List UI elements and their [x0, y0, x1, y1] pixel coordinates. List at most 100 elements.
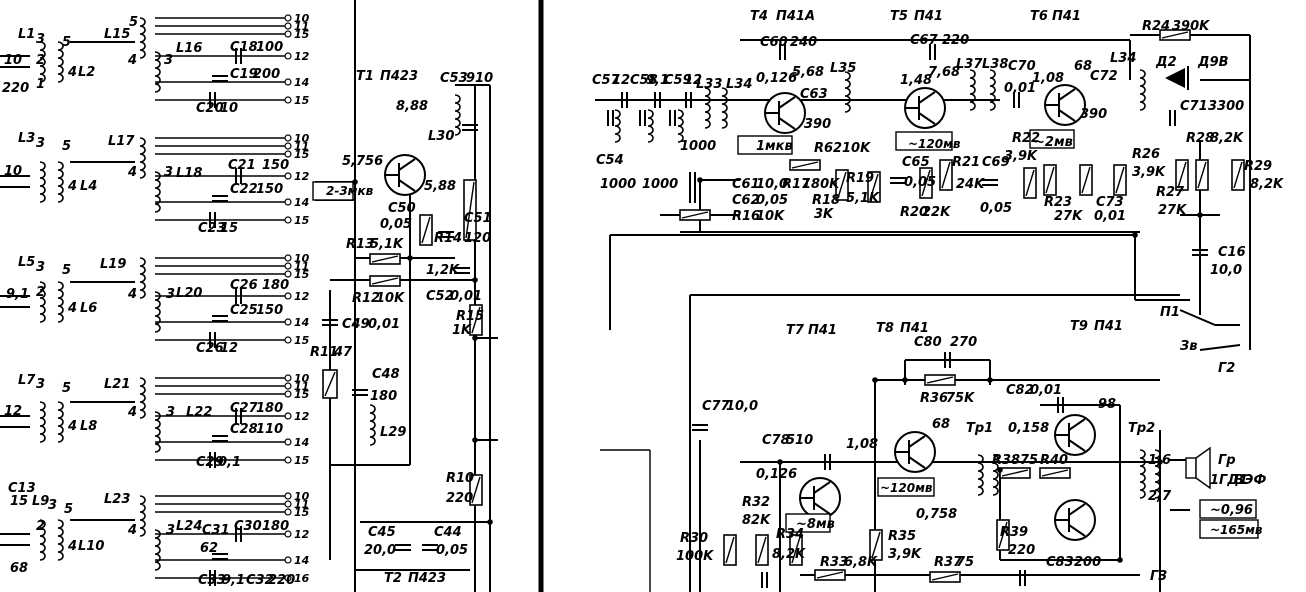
component-label: 75K	[946, 391, 975, 406]
terminal-pin	[284, 374, 292, 382]
junction-dot	[697, 177, 703, 183]
component-label: 220	[268, 573, 295, 588]
component-label: T1	[356, 69, 374, 84]
component-label: R12	[352, 291, 380, 306]
component-label: 0,01	[1094, 209, 1126, 224]
terminal-label: 11	[294, 260, 309, 273]
component-label: R34	[776, 527, 804, 542]
terminal-pin	[284, 134, 292, 142]
component-label: C54	[596, 153, 624, 168]
component-label: L34	[1110, 51, 1136, 66]
component-label: П41	[808, 323, 837, 338]
component-label: 0,05	[436, 543, 468, 558]
terminal-pin	[284, 142, 292, 150]
speaker-cone-icon	[1195, 446, 1211, 490]
junction-dot	[902, 377, 908, 383]
component-label: 5,88	[424, 179, 456, 194]
capacitor-c48	[352, 389, 368, 396]
terminal-label: 15	[294, 388, 310, 401]
component-label: 220	[2, 81, 29, 96]
component-label: C73	[1096, 195, 1124, 210]
coil-tp1-secondary	[992, 454, 999, 496]
component-label: 3K	[814, 207, 834, 222]
coil-l35	[844, 71, 851, 113]
coil-primary	[39, 41, 46, 83]
component-label: C52	[426, 289, 454, 304]
component-label: 12	[684, 73, 702, 88]
capacitor-c-upper	[235, 168, 242, 184]
terminal-pin	[284, 492, 292, 500]
component-label: 0,01	[450, 289, 482, 304]
terminal-pin	[284, 78, 292, 86]
component-label: 68	[10, 561, 28, 576]
component-label: 4	[67, 179, 77, 194]
terminal-pin	[284, 336, 292, 344]
component-label: R15	[456, 309, 484, 324]
terminal-label: 11	[294, 498, 309, 511]
terminal-label: 12	[294, 410, 310, 423]
component-label: 3	[48, 498, 57, 513]
component-label: T6	[1030, 9, 1048, 24]
component-label: 8,2K	[1250, 177, 1284, 192]
capacitor-c82	[1057, 397, 1064, 413]
component-label: C28	[230, 422, 258, 437]
component-label: ~120мв	[908, 137, 961, 151]
jack-g2	[1199, 344, 1241, 351]
component-label: 24K	[956, 177, 985, 192]
terminal-pin	[284, 318, 292, 326]
terminal-label: 15	[294, 94, 310, 107]
coil-l29	[369, 404, 376, 446]
junction-dot	[1132, 232, 1138, 238]
component-label: 0,05	[756, 193, 788, 208]
component-label: Tp1	[966, 421, 993, 436]
component-label: C83	[1046, 555, 1074, 570]
signal-box-t6	[1029, 129, 1075, 149]
component-label: C29	[196, 455, 224, 470]
coil-l-lower	[154, 411, 161, 453]
component-label: 240	[790, 35, 817, 50]
component-label: L8	[80, 419, 97, 434]
component-label: R17	[782, 177, 811, 192]
component-label: 20,0	[364, 543, 396, 558]
capacitor-input	[654, 92, 661, 108]
component-label: 10	[4, 53, 22, 68]
terminal-label: 15	[294, 334, 310, 347]
component-label: 2,7	[1148, 489, 1172, 504]
component-label: L10	[78, 539, 104, 554]
transistor-t8	[894, 431, 936, 473]
diode-d2	[1165, 68, 1185, 88]
component-label: L38	[982, 57, 1008, 72]
capacitor-c62	[689, 187, 696, 203]
component-label: C80	[914, 335, 942, 350]
component-label: C20	[196, 101, 224, 116]
coil-l38	[989, 69, 996, 111]
component-label: C60	[760, 35, 788, 50]
component-label: R30	[680, 531, 708, 546]
component-label: C30	[234, 519, 262, 534]
component-label: 9,1	[222, 573, 245, 588]
component-label: C49	[342, 317, 370, 332]
terminal-label: 15	[294, 214, 310, 227]
component-label: T4	[750, 9, 768, 24]
component-label: L19	[100, 257, 126, 272]
capacitor-c80	[944, 352, 951, 368]
capacitor-c65	[890, 177, 906, 184]
component-label: Tp2	[1128, 421, 1155, 436]
component-label: 12	[4, 404, 22, 419]
terminal-label: 12	[294, 528, 310, 541]
component-label: 15	[220, 221, 238, 236]
component-label: C13	[8, 481, 36, 496]
component-label: П423	[408, 571, 446, 586]
junction-dot	[1117, 557, 1123, 563]
component-label: 1мкв	[756, 139, 793, 154]
junction-dot	[352, 179, 358, 185]
component-label: C26	[196, 341, 224, 356]
capacitor-c78	[824, 454, 831, 470]
capacitor-input	[621, 92, 628, 108]
capacitor-input	[685, 92, 692, 108]
component-label: 0,05	[904, 175, 936, 190]
capacitor-c61	[689, 172, 696, 188]
capacitor-c-upper	[235, 48, 242, 64]
coil-l-lower	[154, 51, 161, 93]
component-label: C26	[230, 278, 258, 293]
